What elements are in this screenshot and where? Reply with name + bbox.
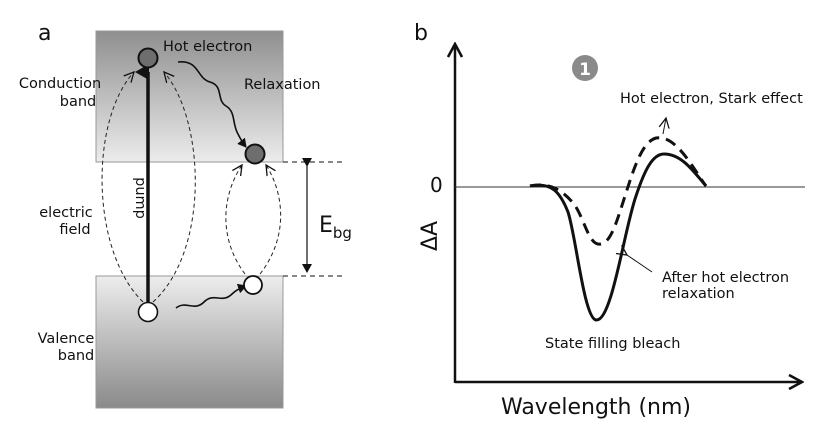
- valence-band-label-1: Valence: [38, 331, 95, 347]
- zero-label: 0: [430, 173, 443, 197]
- relaxation-arrow: [177, 61, 247, 148]
- stark-pointer: [663, 118, 666, 135]
- y-axis-title: ΔA: [418, 221, 443, 251]
- relaxation-label: Relaxation: [244, 77, 321, 93]
- conduction-band: [95, 30, 284, 163]
- after-relaxation-pointer: [627, 255, 653, 273]
- pump-label: pump: [132, 177, 148, 219]
- conduction-band-label-1: Conduction: [19, 76, 101, 92]
- hot-hole: [137, 301, 159, 323]
- field-arrow-right: [152, 72, 196, 303]
- relaxed-electron: [244, 143, 266, 165]
- marker-badge: [572, 55, 598, 81]
- marker-badge-text: 1: [579, 60, 591, 80]
- panel-b: b 0 ΔA Wavelength (nm) 1 Hot electron, S…: [414, 21, 805, 420]
- electric-field-label-1: electric: [39, 205, 93, 221]
- relaxed-curve: [529, 152, 708, 322]
- stark-annotation: Hot electron, Stark effect: [620, 91, 803, 107]
- after-relaxation-annotation-2: relaxation: [662, 286, 735, 302]
- bleach-annotation: State filling bleach: [545, 336, 680, 352]
- field-arrow-left: [101, 72, 144, 303]
- conduction-band-label-2: band: [60, 94, 96, 110]
- field-arrow-small-left: [225, 165, 246, 275]
- panel-b-label: b: [414, 21, 428, 46]
- ebg-label: Ebg: [319, 213, 352, 242]
- hot-electron: [137, 47, 159, 69]
- valence-band-label-2: band: [58, 348, 94, 364]
- hole-relaxation-arrow: [175, 283, 247, 309]
- after-relaxation-annotation-1: After hot electron: [662, 270, 789, 286]
- panel-a: a Ebg Conduction band electric field Val…: [19, 21, 352, 409]
- valence-band: [95, 275, 284, 409]
- x-axis-title: Wavelength (nm): [501, 395, 691, 420]
- relaxed-hole: [243, 275, 263, 295]
- panel-a-label: a: [38, 21, 51, 46]
- field-arrow-small-right: [259, 165, 282, 275]
- hot-electron-label: Hot electron: [163, 39, 252, 55]
- electric-field-label-2: field: [59, 222, 90, 238]
